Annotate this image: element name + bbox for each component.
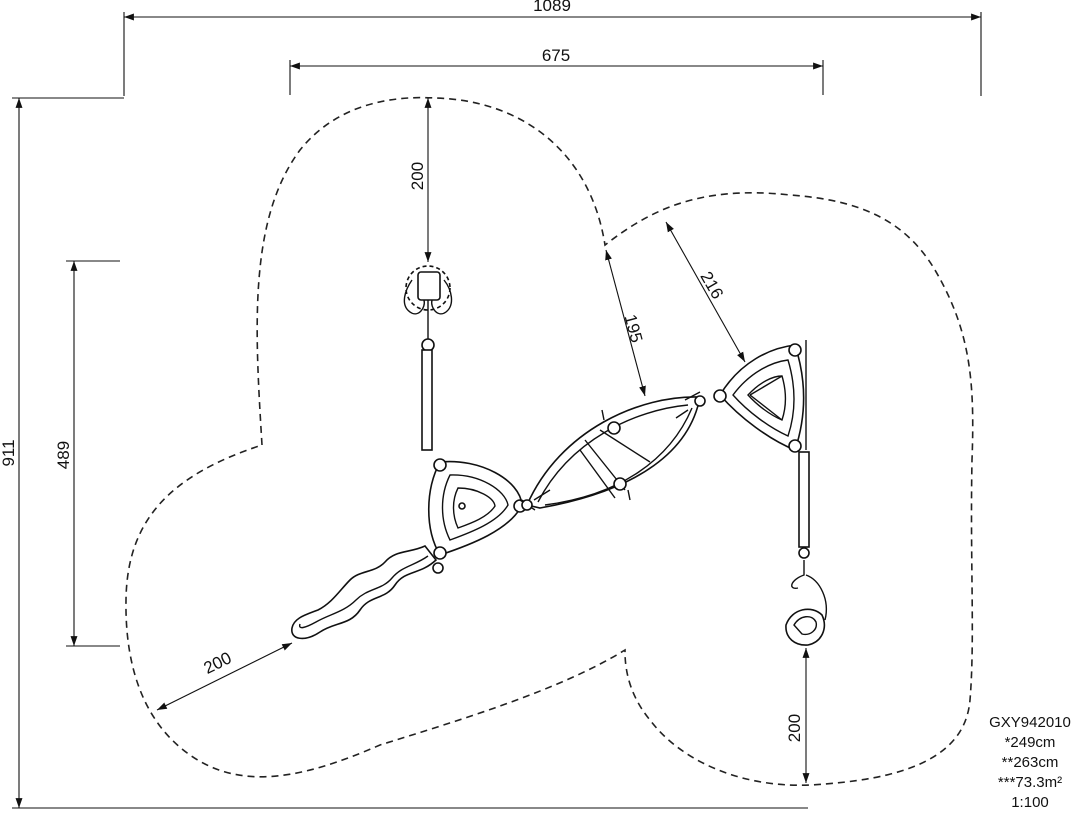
lens-bridge: [519, 391, 706, 511]
dim-diag-216-label: 216: [696, 268, 727, 302]
right-triangle-tower: [713, 343, 805, 453]
dim-overall-height-label: 911: [0, 439, 18, 466]
dim-slide-clearance-label: 200: [201, 648, 235, 678]
left-triangle-tower: [428, 458, 527, 560]
top-spring-element: [403, 265, 453, 352]
dim-slide-clearance: 200: [156, 642, 293, 711]
dim-overall-width: 1089: [123, 0, 982, 96]
dim-diag-195: 195: [605, 249, 646, 397]
dim-equipment-width: 675: [289, 46, 824, 95]
scale-value: 1:100: [1011, 794, 1049, 811]
model-code: GXY942010: [989, 714, 1071, 731]
dim-diag-195-label: 195: [620, 312, 646, 344]
right-connector-bar: [798, 340, 810, 559]
dim-top-clearance: 200: [408, 98, 432, 262]
dim-equipment-width-label: 675: [542, 46, 570, 65]
dim-left-height-label: 489: [54, 441, 73, 469]
dim-diag-216: 216: [665, 221, 746, 363]
wavy-slide: [291, 545, 444, 640]
dim-top-clearance-label: 200: [408, 162, 427, 190]
safety-zone-outline: [125, 96, 974, 786]
dim-bottom-clearance-label: 200: [785, 714, 804, 742]
dim-left-height: 489: [54, 260, 120, 647]
dim-overall-height: 911: [0, 97, 808, 809]
total-height-value: **263cm: [1002, 754, 1059, 771]
free-height-value: *249cm: [1005, 734, 1056, 751]
info-block: GXY942010 *249cm **263cm ***73.3m² 1:100: [989, 714, 1071, 811]
left-connector-bar: [421, 349, 433, 451]
bottom-spring-element: [785, 560, 827, 646]
area-value: ***73.3m²: [998, 774, 1062, 791]
dim-overall-width-label: 1089: [533, 0, 571, 15]
dim-bottom-clearance: 200: [785, 648, 810, 783]
